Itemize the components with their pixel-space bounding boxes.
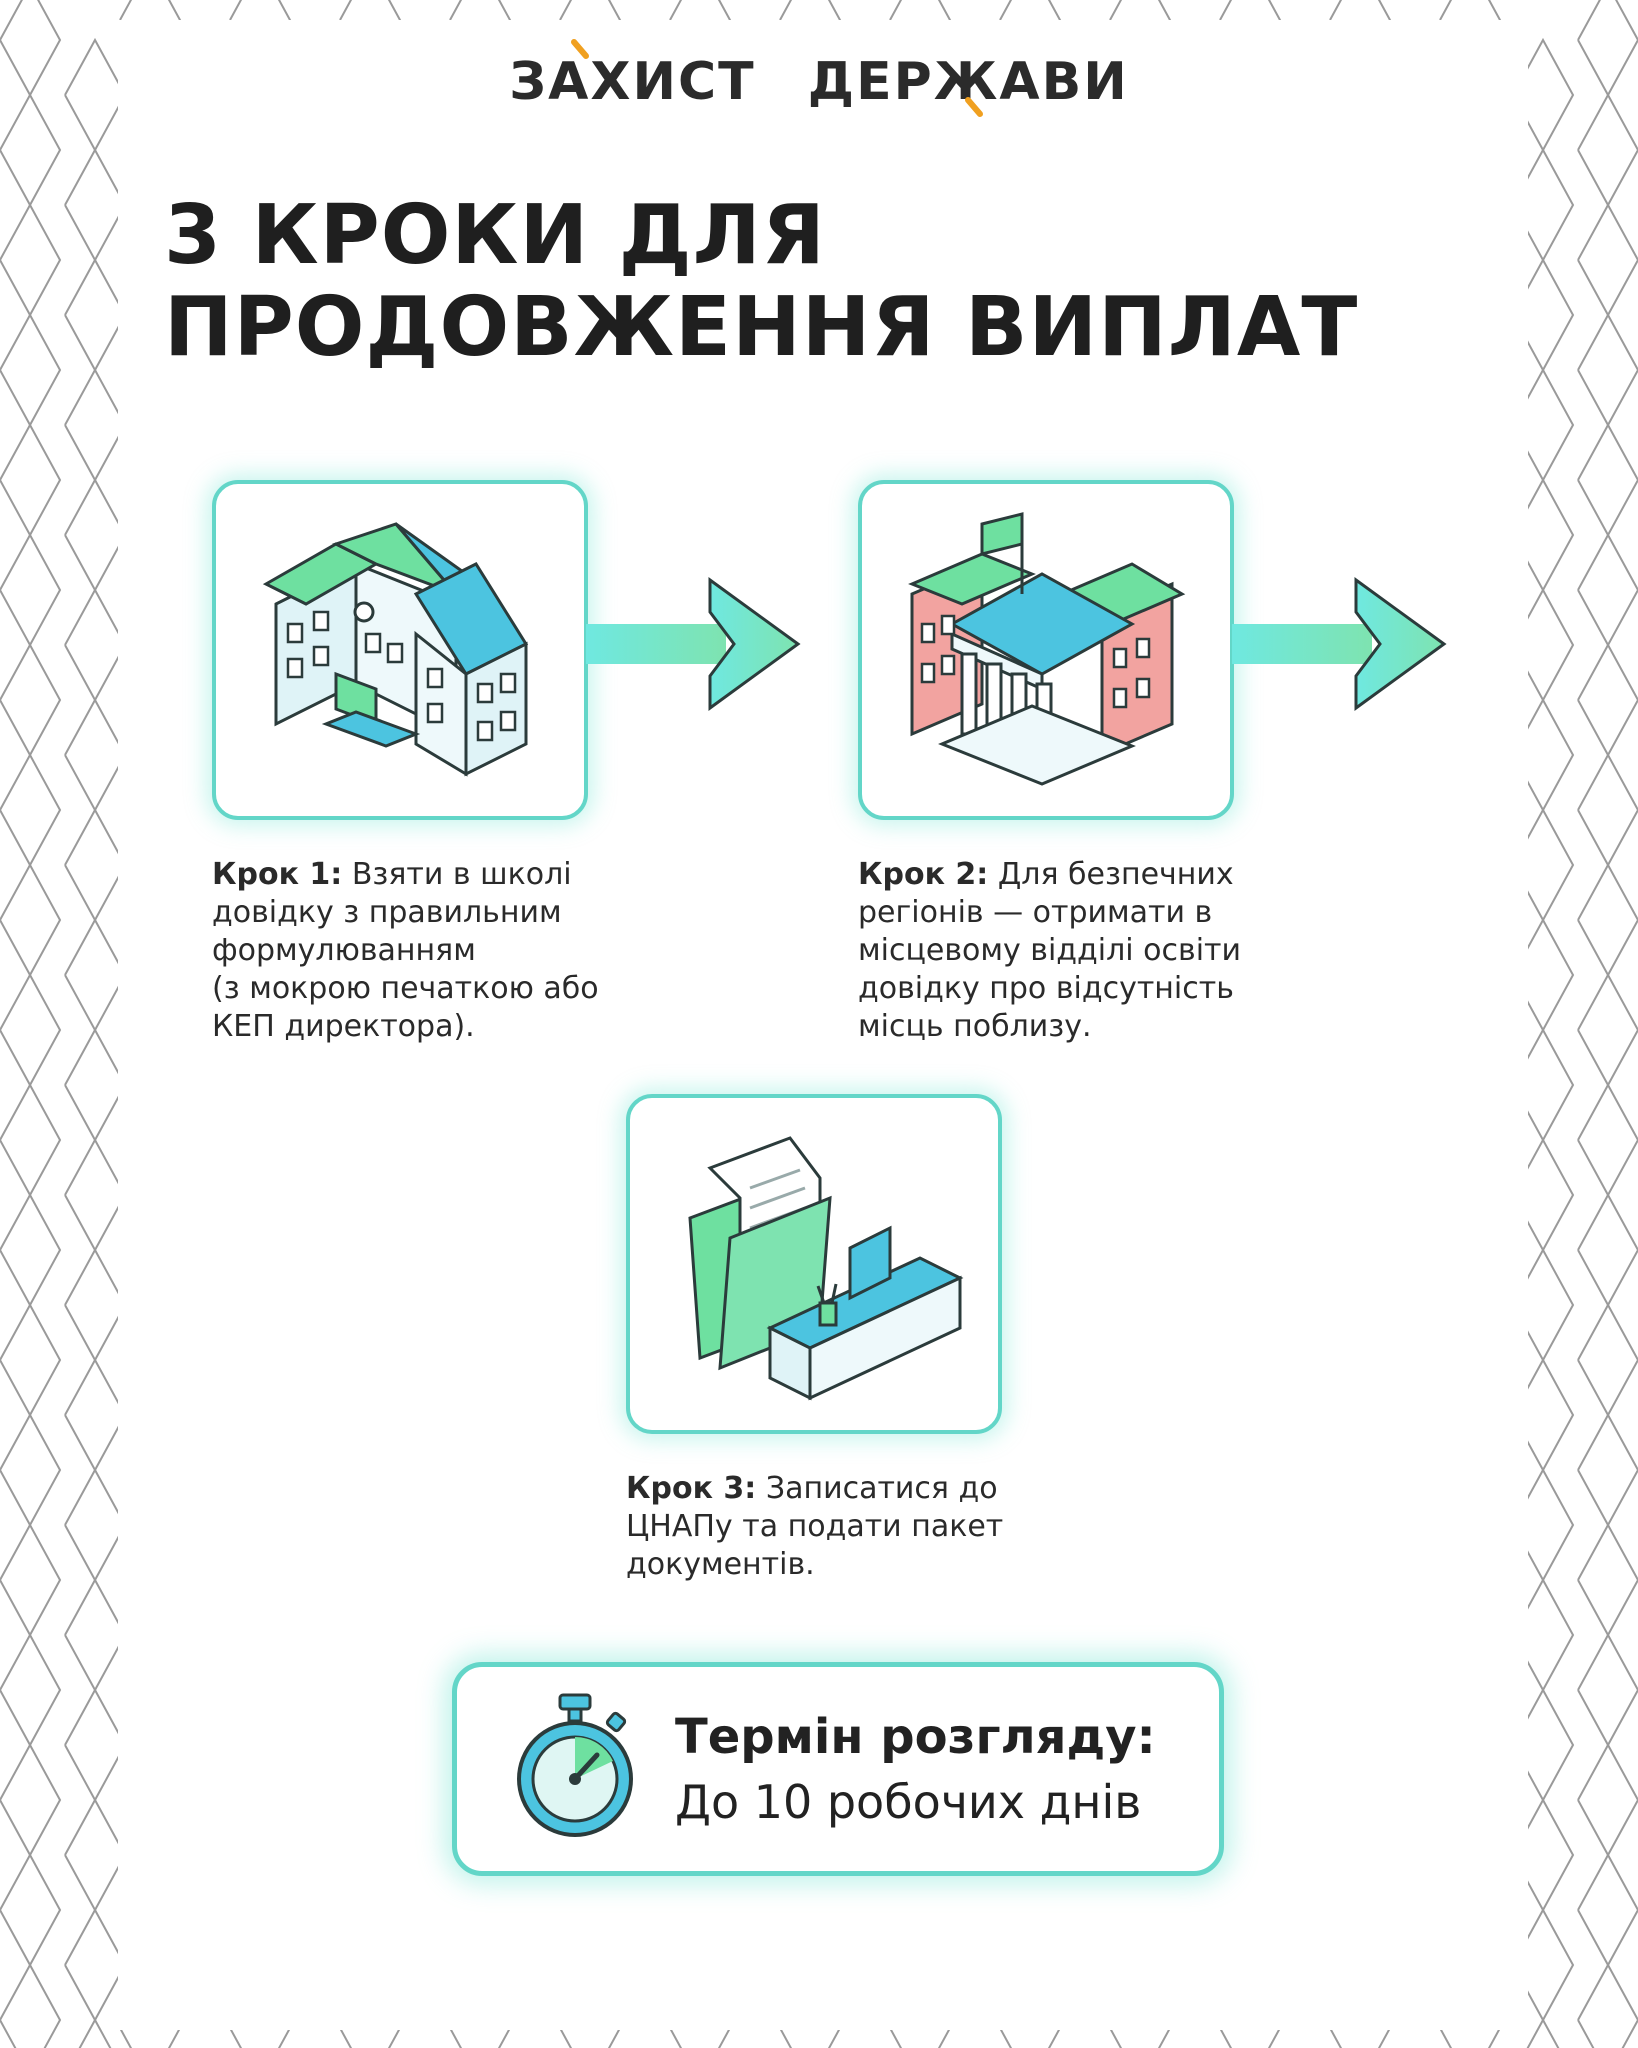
step-2-line-5: місць поблизу. bbox=[858, 1009, 1092, 1044]
step-1-label: Крок 1: bbox=[212, 857, 343, 892]
school-building-icon bbox=[262, 522, 529, 777]
step-2-line-3: місцевому відділі освіти bbox=[858, 933, 1242, 968]
step-3-line-3: документів. bbox=[626, 1547, 815, 1582]
government-building-icon bbox=[908, 512, 1186, 786]
page-title: 3 КРОКИ ДЛЯ ПРОДОВЖЕННЯ ВИПЛАТ bbox=[164, 190, 1364, 374]
step-1-line-5: КЕП директора). bbox=[212, 1009, 475, 1044]
deadline-title: Термін розгляду: bbox=[675, 1709, 1156, 1765]
step-3-line-1: Записатися до bbox=[765, 1471, 998, 1506]
step-2-line-2: регіонів — отримати в bbox=[858, 895, 1213, 930]
step-2-line-1: Для безпечних bbox=[997, 857, 1234, 892]
step-3-line-2: ЦНАПу та подати пакет bbox=[626, 1509, 1004, 1544]
step-3-card bbox=[626, 1094, 1002, 1434]
title-line-1: 3 КРОКИ ДЛЯ bbox=[164, 188, 826, 283]
stopwatch-icon bbox=[517, 1693, 633, 1837]
step-2-label: Крок 2: bbox=[858, 857, 989, 892]
title-line-2: ПРОДОВЖЕННЯ ВИПЛАТ bbox=[164, 280, 1359, 375]
step-1-line-2: довідку з правильним bbox=[212, 895, 562, 930]
step-1-card bbox=[212, 480, 588, 820]
step-3-text: Крок 3: Записатися до ЦНАПу та подати па… bbox=[626, 1470, 1046, 1584]
step-2-line-4: довідку про відсутність bbox=[858, 971, 1234, 1006]
step-2-text: Крок 2: Для безпечних регіонів — отримат… bbox=[858, 856, 1278, 1046]
logo-word-1: ЗАХИСТ bbox=[509, 52, 756, 112]
step-3-label: Крок 3: bbox=[626, 1471, 757, 1506]
deadline-card: Термін розгляду: До 10 робочих днів bbox=[452, 1662, 1224, 1876]
step-1-line-1: Взяти в школі bbox=[351, 857, 572, 892]
step-1-line-4: (з мокрою печаткою або bbox=[212, 971, 599, 1006]
logo-accent-mark bbox=[571, 39, 983, 117]
step-2-card bbox=[858, 480, 1234, 820]
documents-desk-icon bbox=[688, 1136, 964, 1401]
arrow-right-icon bbox=[1232, 577, 1447, 711]
arrow-right-icon bbox=[586, 577, 801, 711]
deadline-value: До 10 робочих днів bbox=[675, 1775, 1142, 1829]
step-1-line-3: формулюванням bbox=[212, 933, 476, 968]
step-1-text: Крок 1: Взяти в школі довідку з правильн… bbox=[212, 856, 632, 1046]
